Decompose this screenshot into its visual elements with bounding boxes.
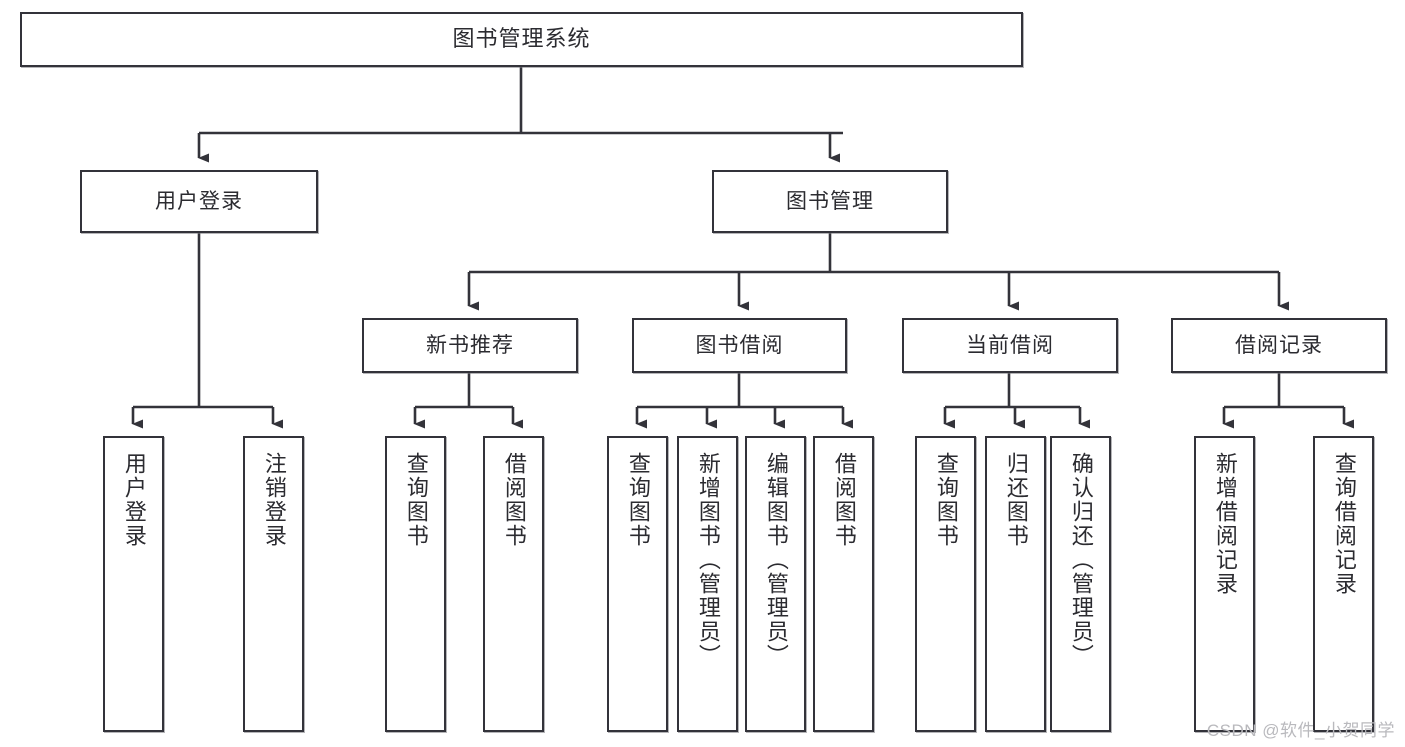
node-label: 用户登录 (155, 189, 243, 213)
leaf-borrow-book[interactable]: 借阅图书 (813, 436, 874, 732)
leaf-query-book[interactable]: 查询图书 (607, 436, 668, 732)
node-book-management-system[interactable]: 图书管理系统 (20, 12, 1023, 67)
leaf-query-book-current[interactable]: 查询图书 (915, 436, 976, 732)
node-label: 图书借阅 (695, 333, 784, 357)
node-label: 查询图书 (625, 452, 651, 548)
node-borrow-record[interactable]: 借阅记录 (1171, 318, 1387, 373)
leaf-logout[interactable]: 注销登录 (243, 436, 304, 732)
node-book-borrow[interactable]: 图书借阅 (632, 318, 847, 373)
node-book-management[interactable]: 图书管理 (712, 170, 948, 233)
node-label: 借阅图书 (501, 452, 527, 548)
node-label: 查询图书 (403, 452, 429, 548)
leaf-add-borrow-record[interactable]: 新增借阅记录 (1194, 436, 1255, 732)
node-label: 图书管理 (786, 189, 874, 213)
node-label: 归还图书 (1003, 452, 1029, 548)
node-user-login[interactable]: 用户登录 (80, 170, 318, 233)
leaf-query-borrow-record[interactable]: 查询借阅记录 (1313, 436, 1374, 732)
node-label: 新增图书（管理员） (695, 452, 721, 668)
node-current-borrow[interactable]: 当前借阅 (902, 318, 1118, 373)
node-label: 确认归还（管理员） (1068, 452, 1094, 668)
node-label: 借阅记录 (1235, 333, 1323, 357)
node-label: 新增借阅记录 (1212, 452, 1238, 596)
watermark-text: CSDN @软件_小贺同学 (1206, 721, 1395, 740)
leaf-confirm-return-admin[interactable]: 确认归还（管理员） (1050, 436, 1111, 732)
node-label: 借阅图书 (831, 452, 857, 548)
node-label: 查询图书 (933, 452, 959, 548)
leaf-query-book-recommend[interactable]: 查询图书 (385, 436, 446, 732)
node-label: 图书管理系统 (452, 26, 591, 52)
leaf-user-login[interactable]: 用户登录 (103, 436, 164, 732)
leaf-add-book-admin[interactable]: 新增图书（管理员） (677, 436, 738, 732)
node-label: 当前借阅 (966, 333, 1054, 357)
leaf-borrow-book-recommend[interactable]: 借阅图书 (483, 436, 544, 732)
node-new-book-recommend[interactable]: 新书推荐 (362, 318, 578, 373)
node-label: 新书推荐 (426, 333, 514, 357)
node-label: 编辑图书（管理员） (763, 452, 789, 668)
leaf-edit-book-admin[interactable]: 编辑图书（管理员） (745, 436, 806, 732)
leaf-return-book[interactable]: 归还图书 (985, 436, 1046, 732)
node-label: 查询借阅记录 (1331, 452, 1357, 596)
node-label: 注销登录 (261, 452, 287, 548)
node-label: 用户登录 (121, 452, 147, 548)
